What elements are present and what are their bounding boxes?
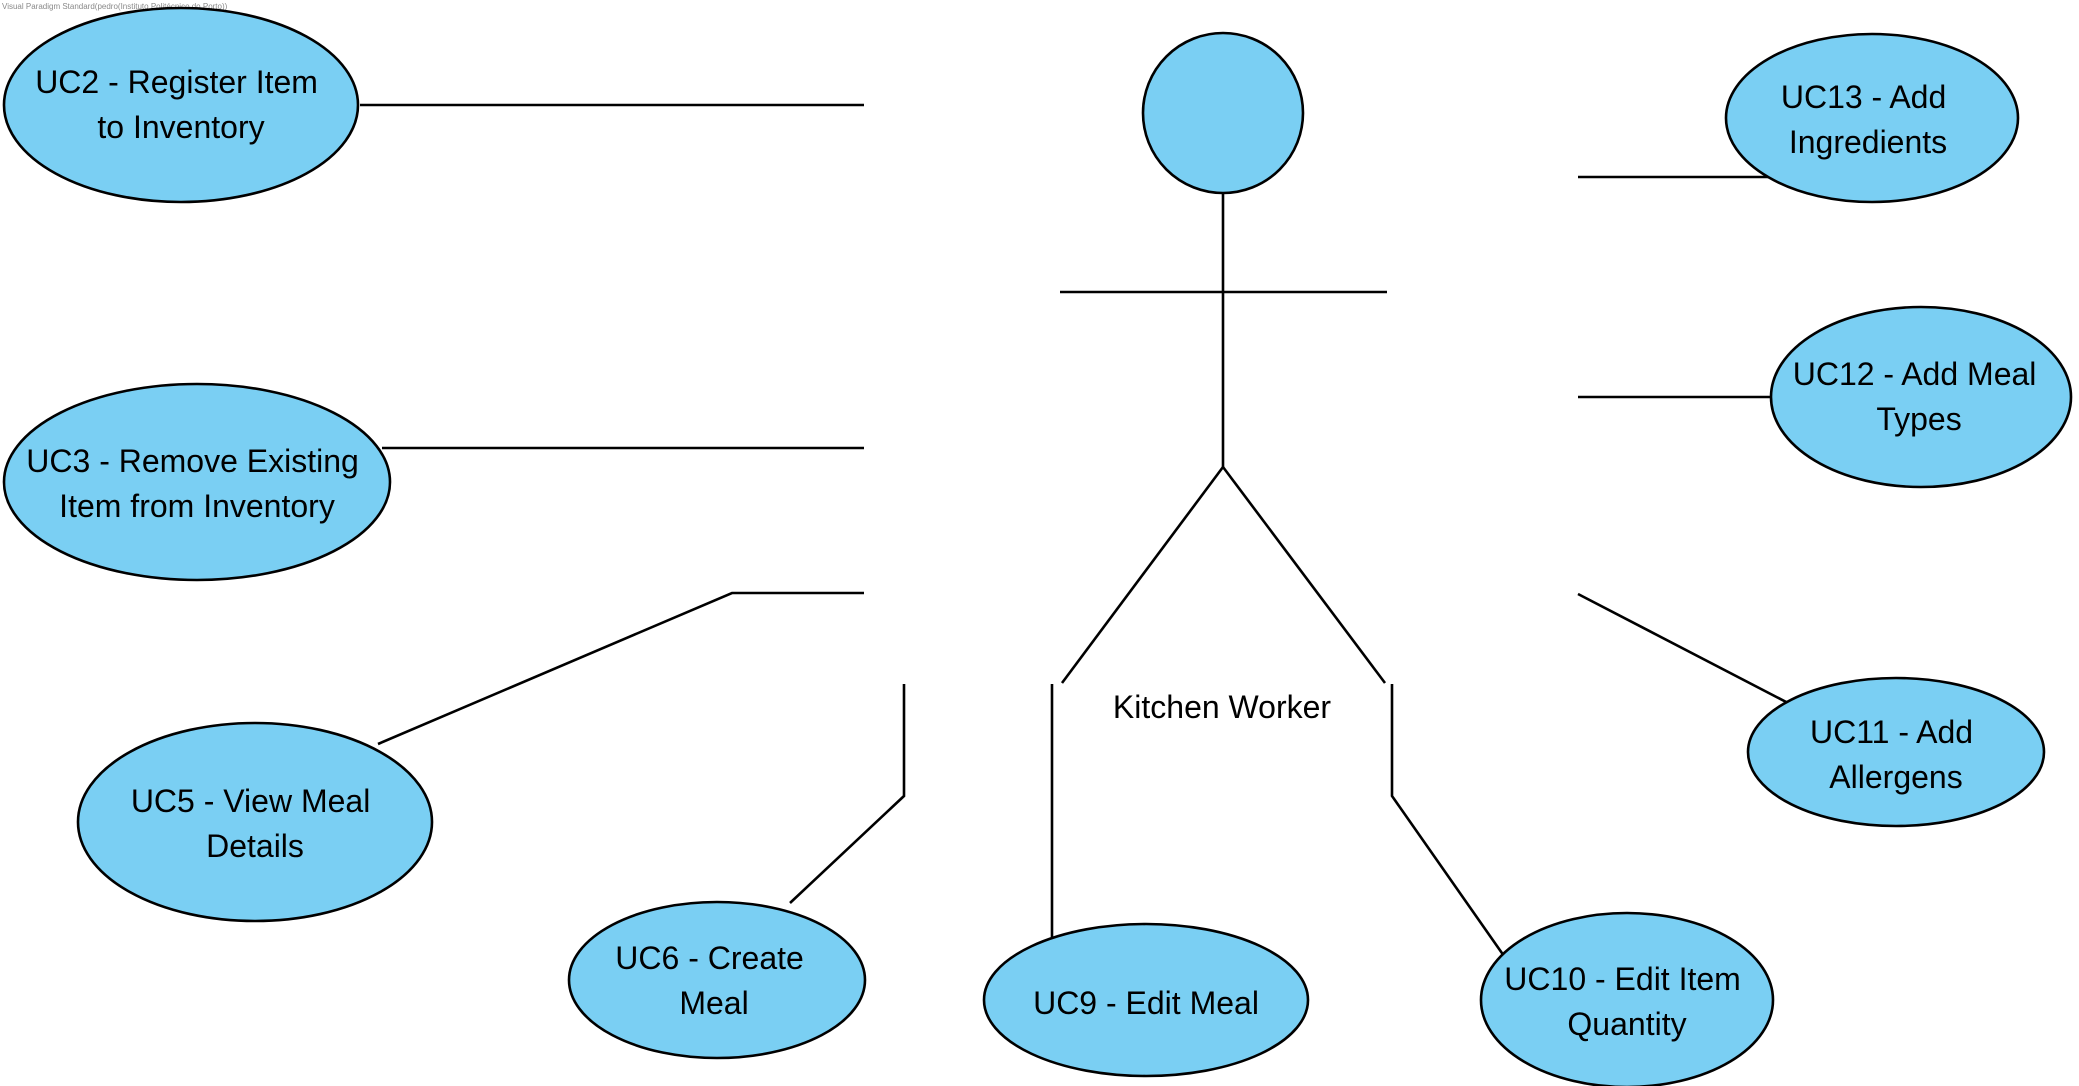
use-case-ellipse: [567, 900, 867, 1060]
actor-kitchen-worker[interactable]: Kitchen Worker: [1060, 31, 1387, 725]
association-uc10: [1390, 684, 1506, 957]
use-case-ellipse: [1724, 32, 2020, 204]
use-case-label: UC9 - Edit Meal: [1033, 985, 1259, 1021]
use-case-ellipse: [1746, 676, 2046, 828]
use-case-uc3[interactable]: UC3 - Remove Existing Item from Inventor…: [2, 382, 392, 582]
use-case-ellipse: [982, 922, 1310, 1078]
use-case-ellipse: [2, 6, 360, 204]
use-case-uc9[interactable]: UC9 - Edit Meal: [982, 922, 1310, 1078]
actor-head: [1141, 31, 1305, 195]
use-case-ellipse: [76, 721, 434, 923]
use-case-label: UC13 - Add Ingredients: [1781, 79, 1955, 160]
actor-left-leg: [1060, 466, 1225, 684]
use-case-label: UC3 - Remove Existing Item from Inventor…: [26, 443, 367, 524]
use-case-label: UC5 - View Meal Details: [131, 783, 379, 864]
use-case-uc10[interactable]: UC10 - Edit Item Quantity: [1479, 911, 1775, 1086]
association-uc11: [1577, 592, 1791, 706]
associations: [360, 103, 1791, 957]
actor-right-leg: [1221, 466, 1387, 684]
use-case-label: UC10 - Edit Item Quantity: [1504, 961, 1749, 1042]
watermark-text: Visual Paradigm Standard(pedro(Instituto…: [2, 2, 228, 11]
use-case-uc6[interactable]: UC6 - Create Meal: [567, 900, 867, 1060]
use-case-label: UC6 - Create Meal: [615, 940, 812, 1021]
use-case-ellipse: [1769, 305, 2073, 489]
use-case-ellipse: [1479, 911, 1775, 1086]
actor-name: Kitchen Worker: [1113, 689, 1332, 725]
use-case-uc5[interactable]: UC5 - View Meal Details: [76, 721, 434, 923]
use-case-label: UC2 - Register Item to Inventory: [35, 64, 327, 145]
use-case-uc2[interactable]: UC2 - Register Item to Inventory: [2, 6, 360, 204]
use-case-label: UC11 - Add Allergens: [1810, 714, 1982, 795]
use-case-label: UC12 - Add Meal Types: [1793, 356, 2046, 437]
use-case-ellipse: [2, 382, 392, 582]
use-case-uc13[interactable]: UC13 - Add Ingredients: [1724, 32, 2020, 204]
use-case-uc12[interactable]: UC12 - Add Meal Types: [1769, 305, 2073, 489]
use-case-uc11[interactable]: UC11 - Add Allergens: [1746, 676, 2046, 828]
association-uc6: [789, 684, 906, 904]
association-uc5: [377, 591, 864, 746]
